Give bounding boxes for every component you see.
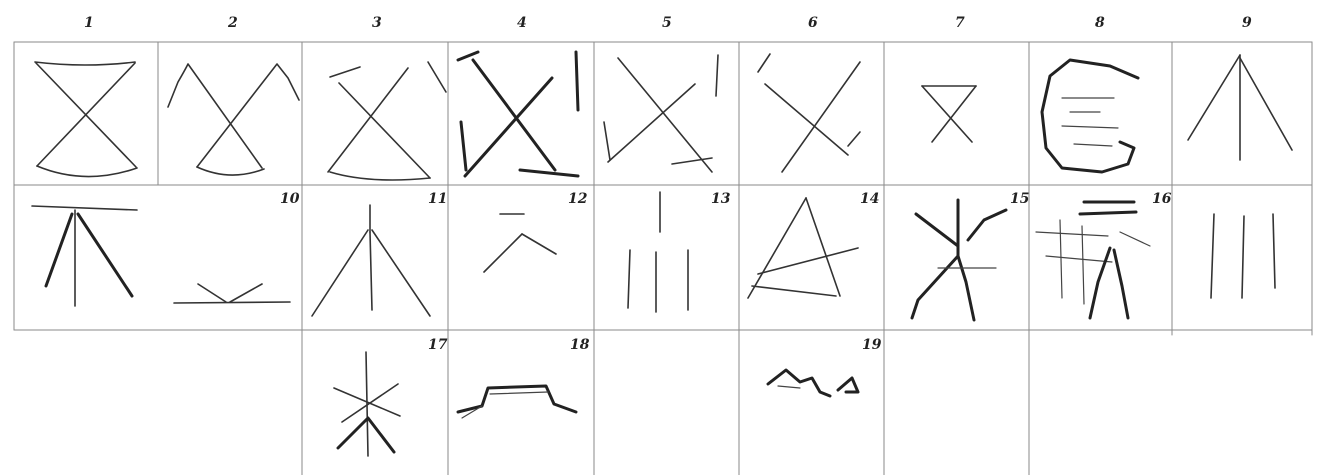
sign-11-fork xyxy=(312,205,430,316)
sign-8-enclosed-shape xyxy=(1042,60,1138,172)
sign-1-hourglass xyxy=(35,62,137,177)
sign-10-base-with-ticks xyxy=(174,284,290,303)
sign-6-crossed-strokes xyxy=(758,54,860,172)
sign-4-hooked-cross xyxy=(458,52,578,176)
sign-7-small-hourglass xyxy=(922,86,976,142)
sign-16-bars-and-strokes xyxy=(1036,202,1150,318)
sign-5-crossed-hooks xyxy=(604,55,718,172)
sign-3-crossed-strokes xyxy=(328,62,446,180)
sign-14-triangle-cross xyxy=(748,198,858,298)
sign-15-branched-figure xyxy=(912,200,1006,320)
sign-tee-fork xyxy=(32,206,137,306)
sign-18-bracket xyxy=(458,386,576,418)
sign-9-fork-and-bars xyxy=(1188,55,1292,298)
sign-2-crossed-arches xyxy=(168,64,299,175)
sign-19-zigzag xyxy=(768,370,858,396)
sign-17-star xyxy=(334,352,400,456)
sign-13-bars xyxy=(628,192,688,312)
sign-12-roof xyxy=(484,214,556,272)
